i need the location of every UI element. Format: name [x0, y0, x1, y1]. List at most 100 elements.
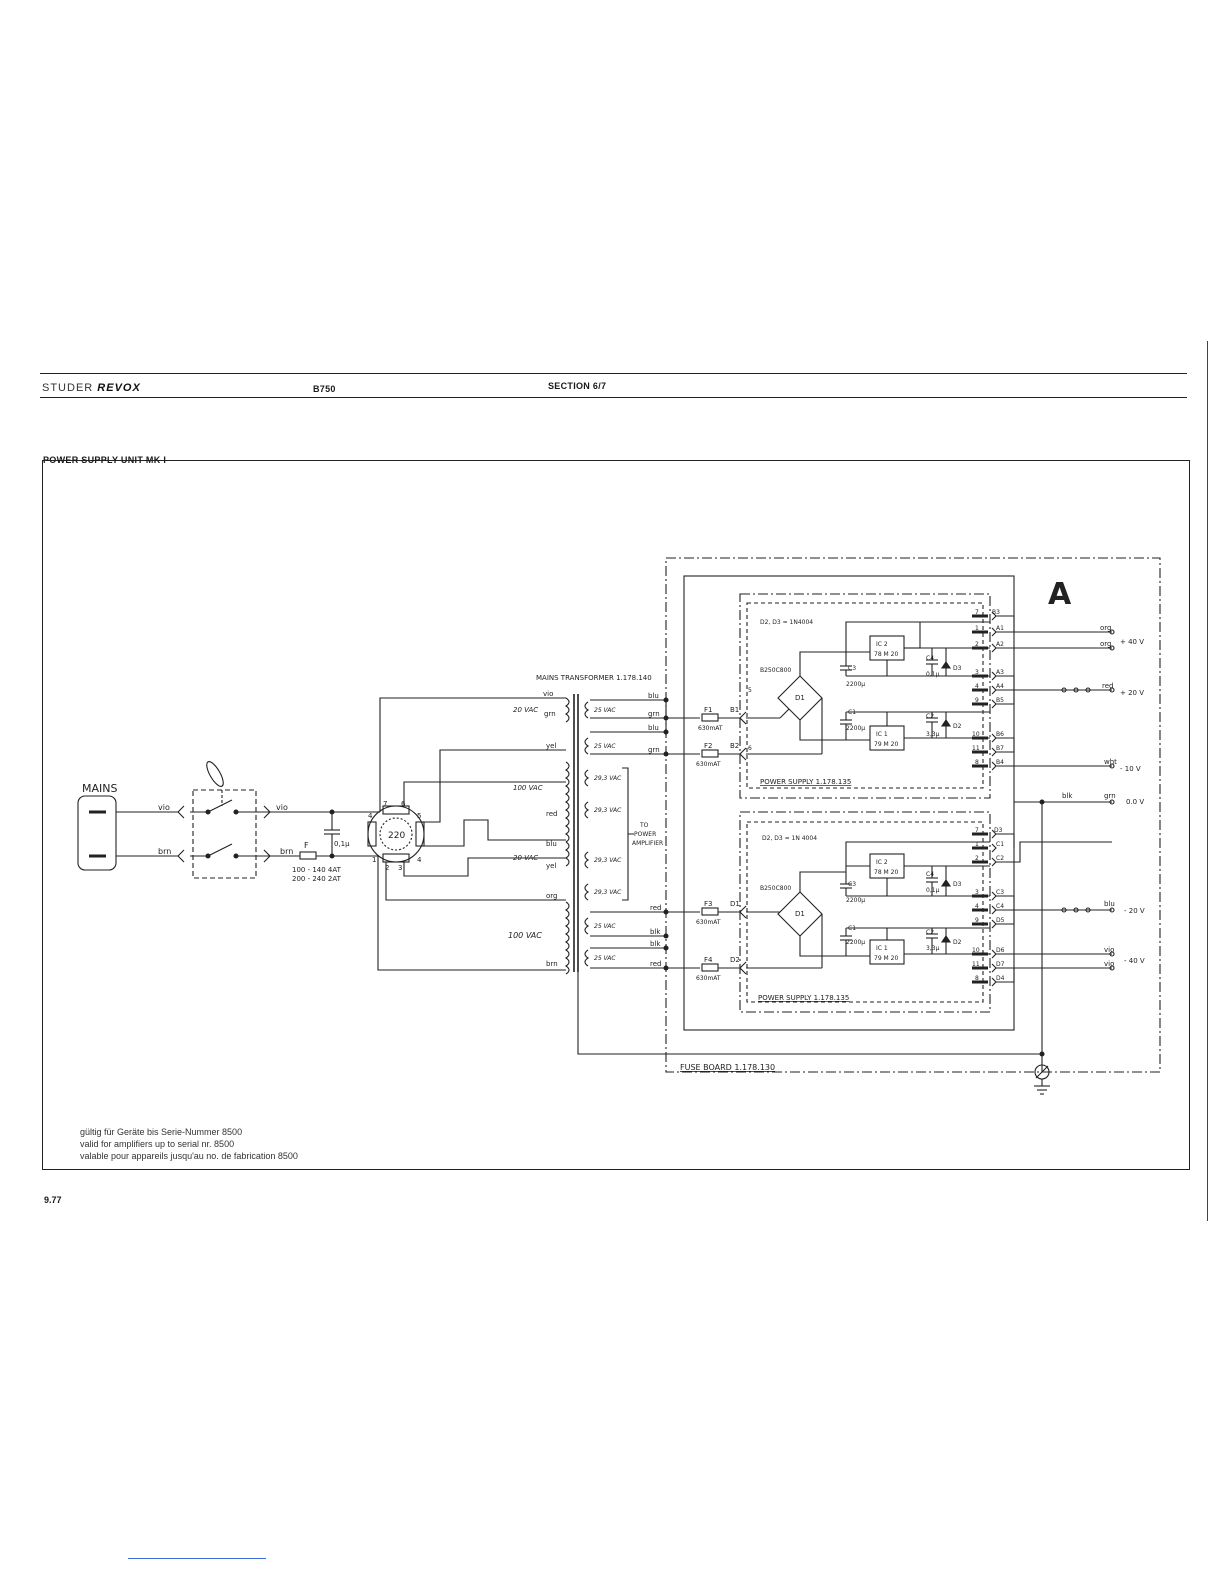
- upper-c4-value: 0,1µ: [926, 671, 940, 678]
- u-pin-3: 3: [975, 669, 979, 676]
- header-rule-bottom: [40, 397, 1187, 398]
- l-pin-3: 3: [975, 889, 979, 896]
- section-number: SECTION 6/7: [548, 381, 607, 391]
- lower-c3: C3: [848, 881, 856, 888]
- l-pin-5: 9: [975, 917, 979, 924]
- wire-red-prim: red: [546, 810, 557, 818]
- validity-en: valid for amplifiers up to serial nr. 85…: [80, 1139, 235, 1149]
- l-pin-8: 8: [975, 975, 979, 982]
- out-2-wire: red: [1102, 682, 1113, 690]
- mains-cap-label: 0,1µ: [334, 840, 350, 848]
- l-conn-1: C1: [996, 841, 1004, 848]
- upper-d2: D2: [953, 723, 962, 730]
- page-edge-line: [1207, 341, 1208, 1221]
- upper-ic2-part: 78 M 20: [874, 651, 898, 658]
- page-number: 9.77: [44, 1195, 62, 1205]
- validity-fr: valable pour appareils jusqu'au no. de f…: [80, 1151, 298, 1161]
- u-pin-1: 1: [975, 625, 979, 632]
- out-4-wire: grn: [1104, 792, 1116, 800]
- fuse-f2-out: B2: [730, 742, 739, 750]
- fuse-f4-out: D2: [730, 956, 740, 964]
- wire-label-brn: brn: [158, 847, 171, 856]
- out-7-wire: vio: [1104, 960, 1114, 968]
- selector-pin-7: 7: [383, 800, 387, 808]
- to-amp-line-3: AMPLIFIER: [632, 840, 663, 847]
- wire-org-prim: org: [546, 892, 557, 900]
- u-conn-6: B6: [996, 731, 1004, 738]
- brand-revox: REVOX: [97, 382, 141, 394]
- wire-brn-prim: brn: [546, 960, 558, 968]
- sec-wire-blu-2: blu: [648, 724, 659, 732]
- ground-wire-label: blk: [1062, 792, 1073, 800]
- fuse-f4-name: F4: [704, 956, 713, 964]
- brand-logo: STUDER REVOX: [42, 382, 141, 394]
- upper-pin-6: 6: [748, 745, 752, 752]
- sec-winding-4: 29,3 VAC: [594, 807, 622, 814]
- lower-ic1-name: IC 1: [876, 945, 888, 952]
- transformer-label: MAINS TRANSFORMER 1.178.140: [536, 674, 652, 682]
- selector-pin-5: 5: [417, 812, 421, 820]
- upper-c2-value: 3,3µ: [926, 731, 940, 738]
- sec-wire-red-1: red: [650, 904, 661, 912]
- u-pin-2: 2: [975, 641, 979, 648]
- out-7-voltage: - 40 V: [1124, 957, 1145, 965]
- mains-fuse-label: F: [304, 841, 309, 850]
- sec-winding-6: 29,3 VAC: [594, 889, 622, 896]
- bottom-link-line[interactable]: [128, 1558, 266, 1559]
- out-1-voltage: + 40 V: [1120, 638, 1144, 646]
- sec-wire-blk-1: blk: [650, 928, 661, 936]
- l-pin-2: 2: [975, 855, 979, 862]
- fuse-f2-rating: 630mAT: [696, 761, 721, 768]
- u-conn-8: B4: [996, 759, 1004, 766]
- to-amp-line-2: POWER: [634, 831, 656, 838]
- prim-winding-1: 20 VAC: [513, 706, 538, 714]
- l-pin-4: 4: [975, 903, 979, 910]
- u-conn-2: A2: [996, 641, 1004, 648]
- wire-yel-prim-2: yel: [546, 862, 556, 870]
- l-conn-2: C2: [996, 855, 1004, 862]
- lower-diodes-note: D2, D3 = 1N 4004: [762, 835, 817, 842]
- brand-studer: STUDER: [42, 382, 94, 394]
- upper-ic1-name: IC 1: [876, 731, 888, 738]
- lower-d3: D3: [953, 881, 962, 888]
- out-0-wire: org: [1100, 624, 1111, 632]
- fuse-board-boundary: [665, 557, 1161, 1073]
- sec-wire-grn-1: grn: [648, 710, 660, 718]
- u-pin-8: 8: [975, 759, 979, 766]
- upper-diodes-note: D2, D3 = 1N4004: [760, 619, 813, 626]
- lower-supply-inner: [746, 821, 984, 1003]
- wire-label-brn-2: brn: [280, 847, 293, 856]
- fuse-rating-1: 100 - 140 4AT: [292, 866, 342, 874]
- l-conn-0: D3: [994, 827, 1003, 834]
- sec-winding-1: 25 VAC: [594, 707, 616, 714]
- upper-c2: C2: [926, 713, 934, 720]
- fuse-board-label: FUSE BOARD 1.178.130: [680, 1063, 775, 1072]
- l-pin-7: 11: [972, 961, 980, 968]
- sec-wire-blk-2: blk: [650, 940, 661, 948]
- validity-note: gültig für Geräte bis Serie-Nummer 8500 …: [80, 1126, 298, 1162]
- fuse-rating-2: 200 - 240 2AT: [292, 875, 342, 883]
- out-4-voltage: 0.0 V: [1126, 798, 1144, 806]
- sec-winding-5: 29,3 VAC: [594, 857, 622, 864]
- lower-bridge-name: D1: [795, 910, 805, 918]
- out-5-wire: blu: [1104, 900, 1115, 908]
- sec-winding-3: 29,3 VAC: [594, 775, 622, 782]
- l-pin-6: 10: [972, 947, 980, 954]
- sec-wire-blu-1: blu: [648, 692, 659, 700]
- fuse-f4-rating: 630mAT: [696, 975, 721, 982]
- out-5-voltage: - 20 V: [1124, 907, 1145, 915]
- lower-ic2-name: IC 2: [876, 859, 888, 866]
- fuse-f3-rating: 630mAT: [696, 919, 721, 926]
- lower-d2: D2: [953, 939, 962, 946]
- mains-connector: [77, 795, 117, 871]
- l-conn-4: C4: [996, 903, 1004, 910]
- upper-supply-inner: [746, 602, 984, 789]
- out-3-wire: wht: [1104, 758, 1117, 766]
- out-3-voltage: - 10 V: [1120, 765, 1141, 773]
- u-conn-0: B3: [992, 609, 1000, 616]
- board-a-outline: [683, 575, 1015, 1031]
- lower-bridge: B250C800: [760, 885, 791, 892]
- lower-ic1-part: 79 M 20: [874, 955, 898, 962]
- selector-pin-1: 1: [372, 856, 376, 864]
